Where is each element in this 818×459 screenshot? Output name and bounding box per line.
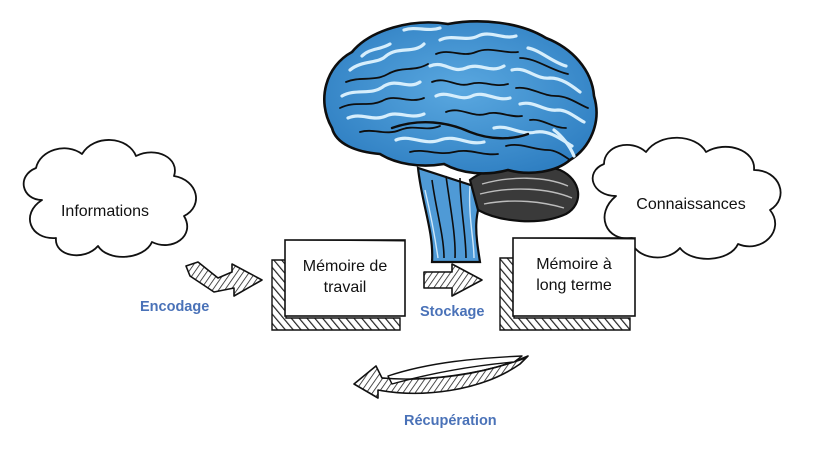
cloud-informations-shape xyxy=(22,139,197,258)
long-term-memory-box xyxy=(499,237,636,331)
arrow-icon-storage xyxy=(423,263,483,297)
brain-icon xyxy=(323,20,598,264)
cloud-connaissances-shape xyxy=(591,136,782,260)
informations-label: Informations xyxy=(60,203,150,220)
encoding-label: Encodage xyxy=(140,299,210,315)
connaissances-label: Connaissances xyxy=(636,196,746,213)
retrieval-label: Récupération xyxy=(404,413,497,429)
curved-arrow-icon-retrieval xyxy=(353,355,529,399)
working-memory-label: Mémoire de travail xyxy=(302,258,388,296)
working-memory-box xyxy=(271,239,406,331)
long-term-memory-label: Mémoire à long terme xyxy=(536,256,612,294)
arrow-icon-encoding xyxy=(185,261,263,297)
storage-label: Stockage xyxy=(420,304,485,320)
